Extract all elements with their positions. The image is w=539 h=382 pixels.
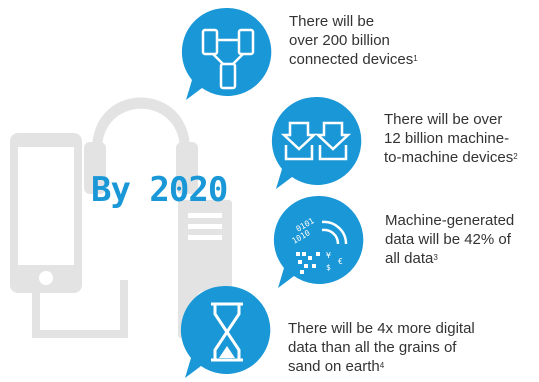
fact-text-4: There will be 4x more digital data than … <box>288 320 475 375</box>
svg-text:€: € <box>338 257 343 266</box>
fact-bubble-2 <box>271 96 362 189</box>
smartphone-icon <box>10 133 82 293</box>
machine-download-icon <box>280 121 352 161</box>
connected-devices-icon <box>201 28 255 90</box>
svg-text:¥: ¥ <box>326 251 331 260</box>
svg-text:$: $ <box>326 263 331 272</box>
headline-by-2020: By 2020 <box>91 170 228 210</box>
fact-text-2: There will be over 12 billion machine- t… <box>384 111 518 166</box>
fact-text-1: There will be over 200 billion connected… <box>289 13 418 68</box>
fact-bubble-4 <box>180 285 271 378</box>
fact-text-3: Machine-generated data will be 42% of al… <box>385 212 515 267</box>
fact-bubble-1 <box>181 7 272 100</box>
hourglass-icon <box>211 302 243 362</box>
fact-bubble-3: 0101 1010 ¥ $ € <box>273 195 364 288</box>
headphones-icon <box>84 97 198 194</box>
